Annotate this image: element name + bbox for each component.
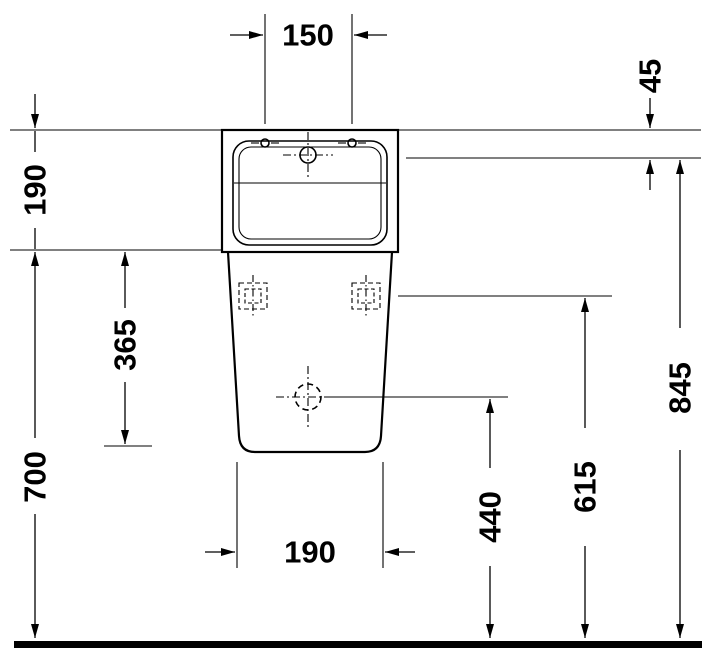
dim-rim-height: 190 — [18, 94, 53, 249]
dim-label-bracket-height: 615 — [568, 461, 603, 513]
upper-tank-outline — [220, 128, 400, 254]
dim-label-inner-height: 365 — [108, 319, 143, 371]
bracket-inner — [244, 288, 262, 304]
fixing-bracket-left — [238, 275, 268, 317]
dim-label-overall-height: 845 — [663, 362, 698, 414]
dim-label-outlet-height: 440 — [473, 491, 508, 543]
bracket-inner — [357, 288, 375, 304]
dim-mounting-offset: 45 — [633, 59, 668, 190]
dim-overall-height: 845 — [663, 160, 698, 638]
dim-label-base-width: 190 — [284, 535, 336, 570]
hole-circle — [260, 138, 270, 148]
dim-bracket-height: 615 — [568, 298, 603, 638]
inlet-circle — [299, 146, 317, 164]
fixing-bracket-right — [351, 275, 381, 317]
dim-label-mounting-offset: 45 — [633, 59, 668, 93]
dim-label-rim-height: 190 — [18, 164, 53, 216]
dim-rim-to-floor: 700 — [18, 252, 53, 638]
hole-circle — [347, 138, 357, 148]
floor-line — [14, 641, 702, 648]
drain-outlet-symbol — [276, 366, 340, 429]
dim-inner-height: 365 — [108, 252, 143, 444]
urinal-fixture — [220, 128, 400, 454]
basin-rim-outer — [232, 140, 388, 246]
body-outline — [226, 251, 394, 454]
basin-rim-inner — [238, 146, 382, 240]
dim-outlet-height: 440 — [473, 399, 508, 638]
mounting-hole-right — [338, 138, 366, 148]
dim-top-width: 150 — [230, 14, 387, 124]
mounting-hole-left — [251, 138, 279, 148]
dim-label-rim-to-floor: 700 — [18, 451, 53, 503]
water-inlet-symbol — [283, 132, 333, 179]
dim-base-width: 190 — [205, 462, 415, 570]
dim-label-top-width: 150 — [282, 18, 334, 53]
